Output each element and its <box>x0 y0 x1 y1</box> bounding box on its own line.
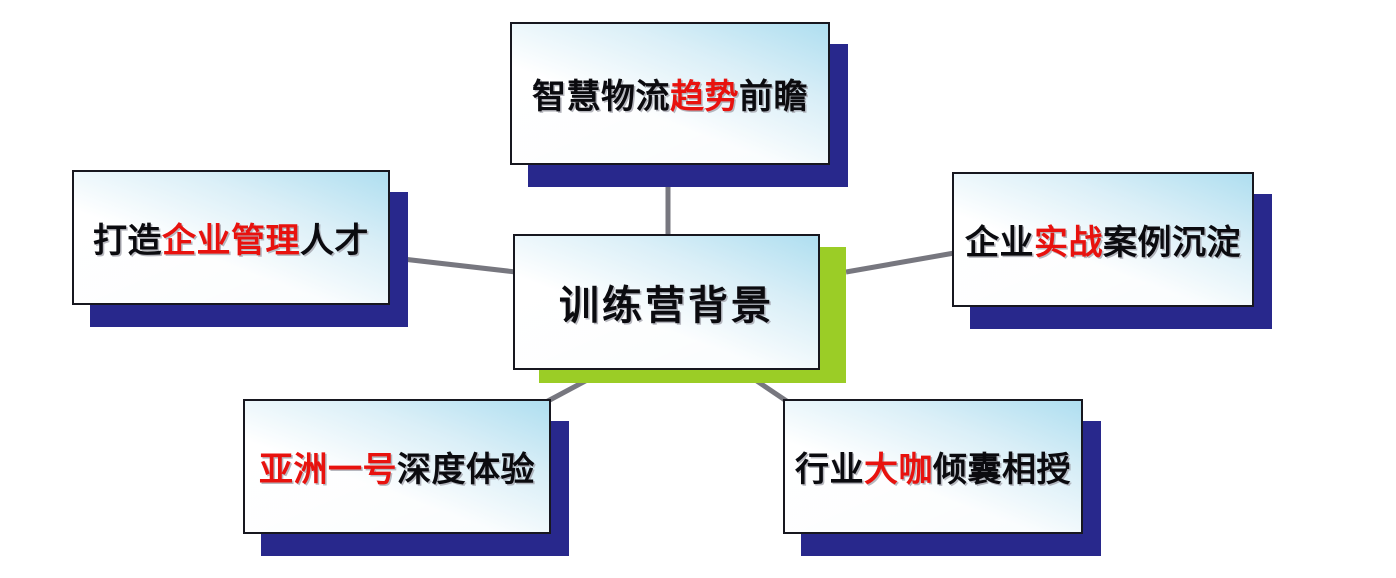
node-right[interactable]: 企业实战案例沉淀 <box>952 172 1272 329</box>
node-bottom-left[interactable]: 亚洲一号深度体验 <box>243 399 569 556</box>
node-bottom-right-label-part-1: 行业 <box>795 451 864 489</box>
node-left-label-part-1: 打造 <box>93 222 162 260</box>
node-right-face: 企业实战案例沉淀 <box>952 172 1254 307</box>
node-right-label: 企业实战案例沉淀 <box>965 215 1241 264</box>
node-top-label-highlight: 趋势 <box>670 78 739 116</box>
node-center-label: 训练营背景 <box>559 284 774 328</box>
node-left-label-part-3: 人才 <box>300 222 369 260</box>
node-center[interactable]: 训练营背景 <box>513 234 846 383</box>
node-right-label-part-1: 企业 <box>965 224 1034 262</box>
node-right-label-highlight: 实战 <box>1034 224 1103 262</box>
node-center-face: 训练营背景 <box>513 234 820 370</box>
node-bottom-left-label: 亚洲一号深度体验 <box>259 442 535 491</box>
node-top-label-part-1: 智慧物流 <box>532 78 670 116</box>
node-top-face: 智慧物流趋势前瞻 <box>510 22 830 165</box>
node-top-label: 智慧物流趋势前瞻 <box>532 69 808 118</box>
node-top-label-part-3: 前瞻 <box>739 78 808 116</box>
node-right-label-part-3: 案例沉淀 <box>1103 224 1241 262</box>
node-left[interactable]: 打造企业管理人才 <box>72 170 408 327</box>
node-bottom-right-label-highlight: 大咖 <box>864 451 933 489</box>
node-top[interactable]: 智慧物流趋势前瞻 <box>510 22 848 187</box>
node-bottom-left-face: 亚洲一号深度体验 <box>243 399 551 534</box>
node-left-label: 打造企业管理人才 <box>93 213 369 262</box>
node-bottom-right[interactable]: 行业大咖倾囊相授 <box>783 399 1101 556</box>
node-left-face: 打造企业管理人才 <box>72 170 390 305</box>
node-bottom-left-label-highlight: 亚洲一号 <box>259 451 397 489</box>
connector-center-right <box>845 249 961 275</box>
node-bottom-right-label-part-3: 倾囊相授 <box>933 451 1071 489</box>
node-bottom-left-label-part-2: 深度体验 <box>397 451 535 489</box>
connector-center-left <box>393 255 517 275</box>
node-bottom-right-face: 行业大咖倾囊相授 <box>783 399 1083 534</box>
node-left-label-highlight: 企业管理 <box>162 222 300 260</box>
node-bottom-right-label: 行业大咖倾囊相授 <box>795 442 1071 491</box>
